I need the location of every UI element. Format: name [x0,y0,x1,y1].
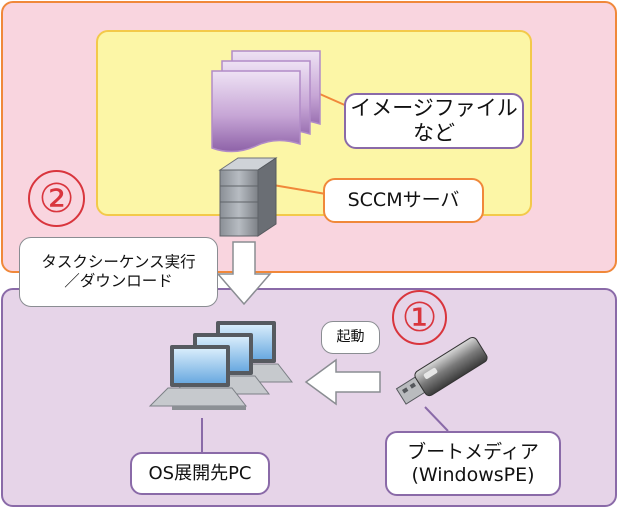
usb-drive-icon [395,336,488,405]
sccm-server-label: SCCMサーバ [323,178,484,223]
task-sequence-label: タスクシーケンス実行 ／ダウンロード [19,237,218,307]
step-two-badge: ② [28,170,85,227]
image-file-label: イメージファイル など [344,93,524,149]
left-arrow-icon [304,358,381,406]
document-stack-icon [211,50,321,153]
down-arrow-icon [216,241,272,306]
laptop-stack-icon [148,321,294,410]
server-tower-icon [218,157,278,237]
boot-media-label: ブートメディア (WindowsPE) [385,431,561,496]
boot-label: 起動 [321,321,380,354]
target-pc-label: OS展開先PC [130,452,270,495]
step-one-badge: ① [392,290,447,345]
